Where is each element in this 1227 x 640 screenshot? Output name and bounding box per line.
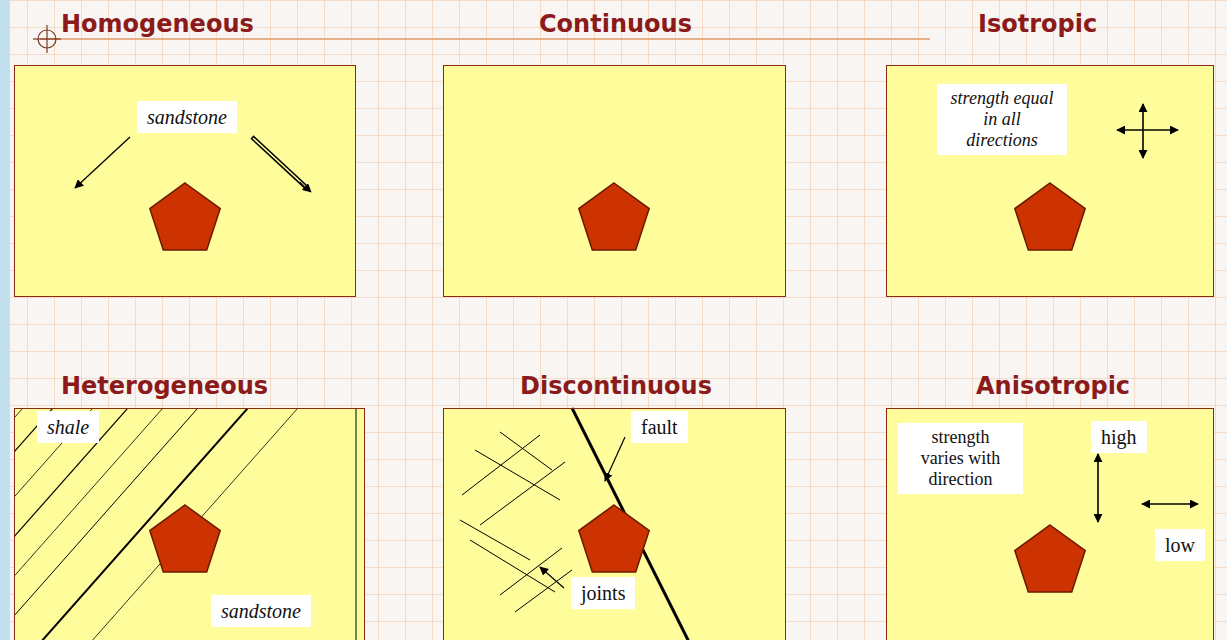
label-text: shale xyxy=(47,415,89,439)
panel-heading: Homogeneous xyxy=(61,9,254,39)
crosshair-symbol xyxy=(33,25,61,53)
double-arrow-gap xyxy=(253,138,306,187)
text-label: strength equal in all directions xyxy=(937,84,1067,155)
opening-pentagon xyxy=(150,505,220,572)
panel-heading: Isotropic xyxy=(978,9,1097,39)
label-text: joints xyxy=(581,581,625,605)
double-arrow-line xyxy=(252,137,308,189)
text-label: shale xyxy=(37,411,99,443)
text-label: high xyxy=(1091,421,1147,453)
text-label: sandstone xyxy=(211,595,311,627)
panel-heading: Discontinuous xyxy=(520,371,712,401)
label-text: fault xyxy=(641,415,678,439)
opening-pentagon xyxy=(1015,183,1085,250)
direction-arrow xyxy=(75,137,130,188)
bedding-lines xyxy=(15,409,356,640)
opening-pentagon xyxy=(579,183,649,250)
cross-arrow xyxy=(1142,104,1144,158)
panel-heading: Heterogeneous xyxy=(61,371,268,401)
label-text: strength varies with direction xyxy=(908,427,1013,490)
rock-panel: Anisotropicstrength varies with directio… xyxy=(886,408,1214,640)
double-arrow-head xyxy=(300,182,311,192)
label-text: sandstone xyxy=(221,599,301,623)
leader-arrow xyxy=(605,437,625,481)
opening-pentagon xyxy=(579,505,649,572)
grid-ground xyxy=(10,0,1227,640)
rock-panel: Homogeneoussandstone xyxy=(14,65,356,297)
rock-panel: Isotropicstrength equal in all direction… xyxy=(886,65,1214,297)
text-label: fault xyxy=(631,411,688,443)
text-label: joints xyxy=(571,577,635,609)
cross-arrow xyxy=(1117,129,1178,131)
strength-arrow xyxy=(1142,503,1198,505)
rock-panel: Heterogeneousshalesandstone xyxy=(14,408,365,640)
label-text: low xyxy=(1165,533,1195,557)
text-label: strength varies with direction xyxy=(898,423,1023,494)
text-label: sandstone xyxy=(137,101,237,133)
rock-panel: Continuous xyxy=(443,65,786,297)
opening-pentagon xyxy=(1015,525,1085,592)
panel-heading: Anisotropic xyxy=(976,371,1130,401)
label-text: sandstone xyxy=(147,105,227,129)
text-label: low xyxy=(1155,529,1205,561)
panel-ground xyxy=(14,65,1214,640)
fault-line xyxy=(572,408,692,640)
leader-arrow xyxy=(540,567,564,588)
panel-heading: Continuous xyxy=(539,9,692,39)
joint-lines xyxy=(460,432,572,612)
opening-pentagon xyxy=(150,183,220,250)
rock-panel: Discontinuousfaultjoints xyxy=(443,408,786,640)
label-text: strength equal in all directions xyxy=(947,88,1057,151)
strength-arrow xyxy=(1097,454,1099,522)
label-text: high xyxy=(1101,425,1137,449)
rule-line xyxy=(40,38,930,40)
